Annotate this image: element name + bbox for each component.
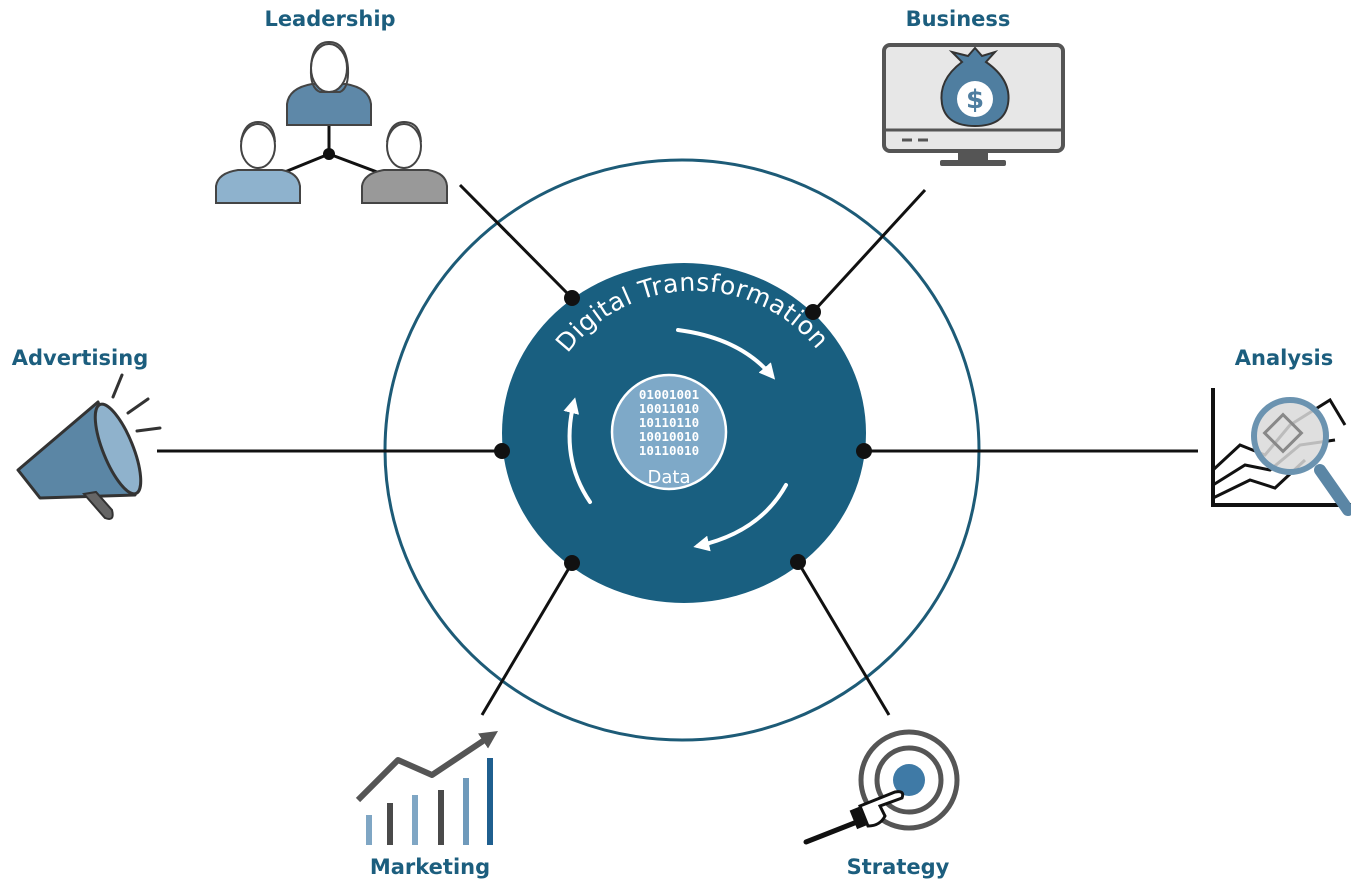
connector-lines — [157, 183, 1198, 716]
svg-text:$: $ — [966, 85, 984, 115]
binary-line: 10110010 — [639, 443, 699, 458]
cycle-arrow-bottom — [693, 483, 788, 552]
cycle-arrows — [563, 328, 788, 552]
label-strategy: Strategy — [847, 855, 950, 879]
binary-lines: 01001001 10011010 10110110 10010010 1011… — [639, 387, 699, 458]
data-label: Data — [648, 467, 691, 488]
connector-strategy — [796, 561, 891, 716]
megaphone-icon — [16, 373, 162, 520]
label-leadership: Leadership — [264, 7, 395, 31]
binary-line: 10110110 — [639, 415, 699, 430]
people-network-icon — [215, 40, 448, 204]
connector-business — [811, 188, 927, 314]
monitor-money-bag-icon: $ — [882, 43, 1065, 166]
cycle-arrow-top — [676, 328, 776, 380]
label-advertising: Advertising — [12, 346, 149, 370]
data-circle — [610, 373, 728, 491]
cycle-arrow-left — [563, 397, 592, 504]
binary-line: 10011010 — [639, 401, 699, 416]
connector-marketing — [480, 562, 574, 716]
label-marketing: Marketing — [370, 855, 490, 879]
chart-magnifier-icon — [1211, 388, 1351, 516]
binary-line: 10010010 — [639, 429, 699, 444]
binary-line: 01001001 — [639, 387, 699, 402]
label-analysis: Analysis — [1235, 346, 1333, 370]
connector-dots — [494, 290, 872, 571]
connector-leadership — [458, 183, 574, 300]
label-business: Business — [906, 7, 1011, 31]
target-hand-icon — [803, 729, 960, 845]
growth-chart-icon — [355, 731, 498, 845]
